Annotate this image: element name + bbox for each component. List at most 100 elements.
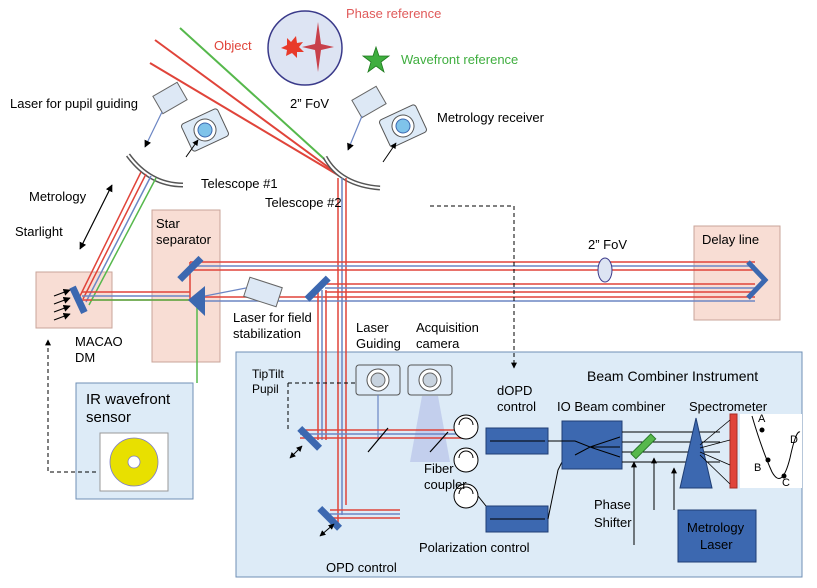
- star-separator-mirror: [177, 255, 204, 283]
- laser-guiding-label-2: Guiding: [356, 336, 401, 351]
- fringe-label-a: A: [758, 413, 766, 425]
- delay-line-box: [693, 225, 781, 321]
- metrology-laser-label-2: Laser: [700, 537, 733, 552]
- fringe-points: [759, 427, 787, 479]
- telescope1-mirror-inner: [127, 154, 184, 186]
- fiber-coupler-label-2: coupler: [424, 477, 467, 492]
- wavefront-reference-star-icon: [361, 45, 391, 74]
- fiber-coupler-label-1: Fiber: [424, 461, 454, 476]
- ir-sensor-feedback-dashed: [45, 339, 96, 473]
- metrology-starlight-arrow: [79, 184, 113, 250]
- ir-wavefront-sensor-image: [99, 432, 169, 492]
- wavefront-ray-green: [179, 27, 344, 177]
- delay-line-label: Delay line: [702, 232, 759, 247]
- fov-ellipse: [597, 257, 613, 283]
- macao-label-1: MACAO: [75, 334, 123, 349]
- ir-sensor-label-2: sensor: [86, 409, 131, 426]
- spectrometer-detector: [729, 413, 738, 489]
- phase-reference-label: Phase reference: [346, 6, 441, 21]
- t1-beam-red-2: [82, 173, 147, 300]
- fiber-loop-2: [453, 447, 479, 473]
- opd-mirror: [317, 505, 343, 531]
- polarization-control-label: Polarization control: [419, 540, 530, 555]
- macao-dm-mirror: [69, 285, 88, 314]
- fov-mid-label: 2” FoV: [588, 237, 627, 252]
- acquisition-camera-label-1: Acquisition: [416, 320, 479, 335]
- dopd-label-2: control: [497, 399, 536, 414]
- laser-pupil-guiding-label: Laser for pupil guiding: [10, 96, 138, 111]
- telescope2-camera-arrow: [382, 142, 397, 163]
- tiptilt-label-1: TipTilt: [252, 367, 284, 381]
- acquisition-camera-icon: [407, 364, 453, 396]
- tiptilt-arrow: [289, 445, 303, 459]
- tiptilt-label-2: Pupil: [252, 382, 279, 396]
- phase-reference-star-icon: [302, 22, 334, 72]
- macao-actuator-arrows: [53, 288, 71, 321]
- phase-shifter-element: [630, 433, 657, 460]
- tiptilt-mirror: [297, 425, 323, 451]
- laser-pupil-guiding-icon: [152, 81, 188, 115]
- laser-field-label-2: stabilization: [233, 326, 301, 341]
- telescope1-camera-arrow: [185, 139, 199, 158]
- fiber-route-up: [547, 461, 563, 520]
- telescope1-camera-icon: [181, 108, 229, 152]
- metrology-laser-box: [677, 509, 757, 563]
- beam-combiner-instrument-label: Beam Combiner Instrument: [587, 368, 758, 384]
- object-icon: [281, 36, 304, 58]
- laser-field-label-1: Laser for field: [233, 310, 312, 325]
- fiber-route-lower: [477, 495, 487, 507]
- delay-line-retroreflector: [746, 260, 769, 300]
- laser-field-beam: [204, 287, 247, 297]
- telescope2-camera-icon: [379, 104, 427, 148]
- metrology-label: Metrology: [29, 189, 87, 204]
- dopd-label-1: dOPD: [497, 383, 532, 398]
- object-ray-red-2: [149, 62, 344, 179]
- laser-guiding-label-1: Laser: [356, 320, 389, 335]
- t1-beam-green: [88, 177, 157, 306]
- object-label: Object: [214, 38, 252, 53]
- macao-label-2: DM: [75, 350, 95, 365]
- laser-field-stabilization-icon: [243, 276, 283, 308]
- io-beam-combiner-box: [561, 420, 623, 470]
- fringe-label-d: D: [790, 434, 798, 446]
- fringe-plot-box: [740, 414, 802, 488]
- star-separator-label-1: Star: [156, 216, 181, 231]
- fringe-label-c: C: [782, 477, 790, 489]
- t1-beam-red-1: [79, 171, 142, 297]
- spectrometer-rays: [699, 419, 731, 485]
- fov-circle: [267, 10, 343, 86]
- starlight-label: Starlight: [15, 224, 63, 239]
- phase-shifter-label-1: Phase: [594, 497, 631, 512]
- telescope2-label: Telescope #2: [265, 195, 342, 210]
- fiber-loop-1: [453, 414, 479, 440]
- wavefront-reference-label: Wavefront reference: [401, 52, 518, 67]
- io-combiner-label: IO Beam combiner: [557, 399, 666, 414]
- opd-arrow: [319, 523, 335, 537]
- t1-beam-blue: [85, 175, 152, 303]
- ir-sensor-label-1: IR wavefront: [86, 391, 171, 408]
- metrology-receiver-beam: [347, 115, 363, 151]
- acquisition-camera-label-2: camera: [416, 336, 460, 351]
- metrology-receiver-laser-icon: [351, 85, 387, 119]
- io-combiner-waveguides: [548, 436, 621, 458]
- acquisition-camera-cone: [410, 396, 450, 462]
- laser-pupil-beam: [144, 111, 163, 148]
- beam-splitter: [367, 427, 389, 453]
- star-separator-box: [151, 209, 221, 363]
- object-ray-red-1: [154, 39, 344, 179]
- opd-control-label: OPD control: [326, 560, 397, 575]
- fiber-coupler-splitter: [429, 431, 449, 453]
- phase-shifter-label-2: Shifter: [594, 515, 632, 530]
- laser-guiding-camera-icon: [355, 364, 401, 396]
- metrology-laser-label-1: Metrology: [687, 520, 745, 535]
- star-separator-prism: [188, 286, 205, 316]
- star-separator-label-2: separator: [156, 232, 212, 247]
- metrology-dopd-dashed: [430, 205, 517, 369]
- fov-top-label: 2” FoV: [290, 96, 329, 111]
- relay-mirror: [304, 275, 331, 302]
- telescope1-label: Telescope #1: [201, 176, 278, 191]
- fringe-curve: [751, 415, 801, 479]
- metrology-receiver-label: Metrology receiver: [437, 110, 545, 125]
